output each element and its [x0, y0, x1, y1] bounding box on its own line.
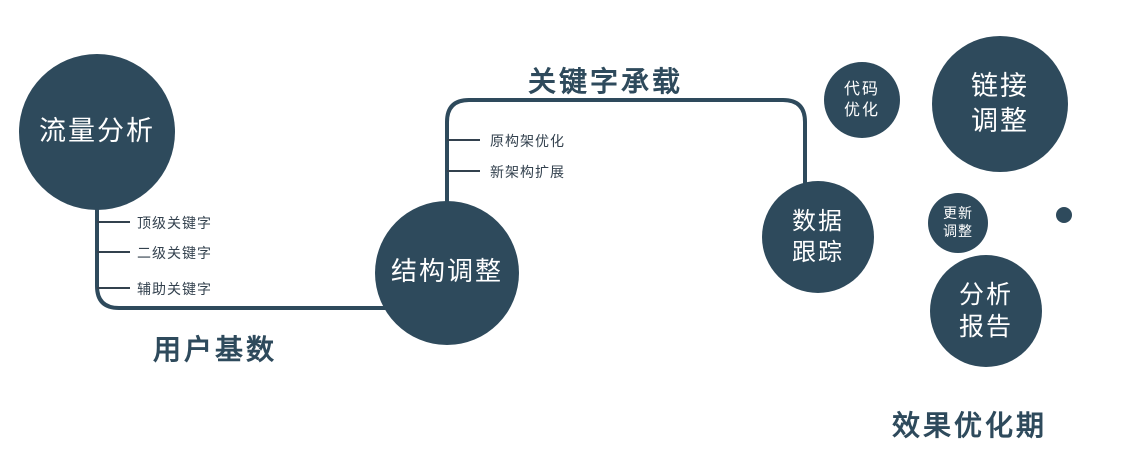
node-traffic-analysis: 流量分析: [19, 54, 175, 210]
node-analysis-report: 分析 报告: [930, 255, 1042, 367]
edge-label-user-base: 用户基数: [153, 333, 278, 366]
node-label-line-1: 链接: [971, 70, 1029, 102]
node-small-dot: [1056, 207, 1072, 223]
node-label-line-1: 代码: [843, 79, 880, 99]
node-label-line-2: 调整: [943, 224, 973, 240]
node-label-line-1: 数据: [792, 206, 844, 235]
branch-label-secondary-keywords: 二级关键字: [137, 246, 212, 262]
branch-label-auxiliary-keywords: 辅助关键字: [137, 282, 212, 298]
branch-label-top-keywords: 顶级关键字: [137, 216, 212, 232]
node-data-tracking: 数据 跟踪: [762, 181, 874, 293]
node-update-adjustment: 更新 调整: [928, 193, 988, 253]
node-label-line-2: 报告: [958, 312, 1013, 341]
node-link-adjustment: 链接 调整: [932, 36, 1068, 172]
branch-label-new-architecture: 新架构扩展: [490, 165, 565, 181]
node-code-optimization: 代码 优化: [824, 62, 900, 138]
node-label-line-2: 优化: [843, 100, 880, 119]
node-label: 结构调整: [390, 257, 503, 288]
branch-label-original-architecture: 原构架优化: [490, 134, 565, 150]
node-label-line-2: 跟踪: [792, 238, 844, 266]
node-structure-adjustment: 结构调整: [375, 201, 519, 345]
node-label-line-2: 调整: [971, 106, 1029, 137]
node-label: 流量分析: [39, 116, 155, 148]
footer-label-effect-optimization: 效果优化期: [892, 409, 1048, 442]
node-label-line-1: 分析: [958, 279, 1013, 309]
edge-keyword-line: [445, 98, 807, 250]
node-label-line-1: 更新: [943, 205, 973, 222]
edge-user-base-line: [95, 140, 420, 310]
edge-label-keyword-carrying: 关键字承载: [528, 65, 684, 98]
